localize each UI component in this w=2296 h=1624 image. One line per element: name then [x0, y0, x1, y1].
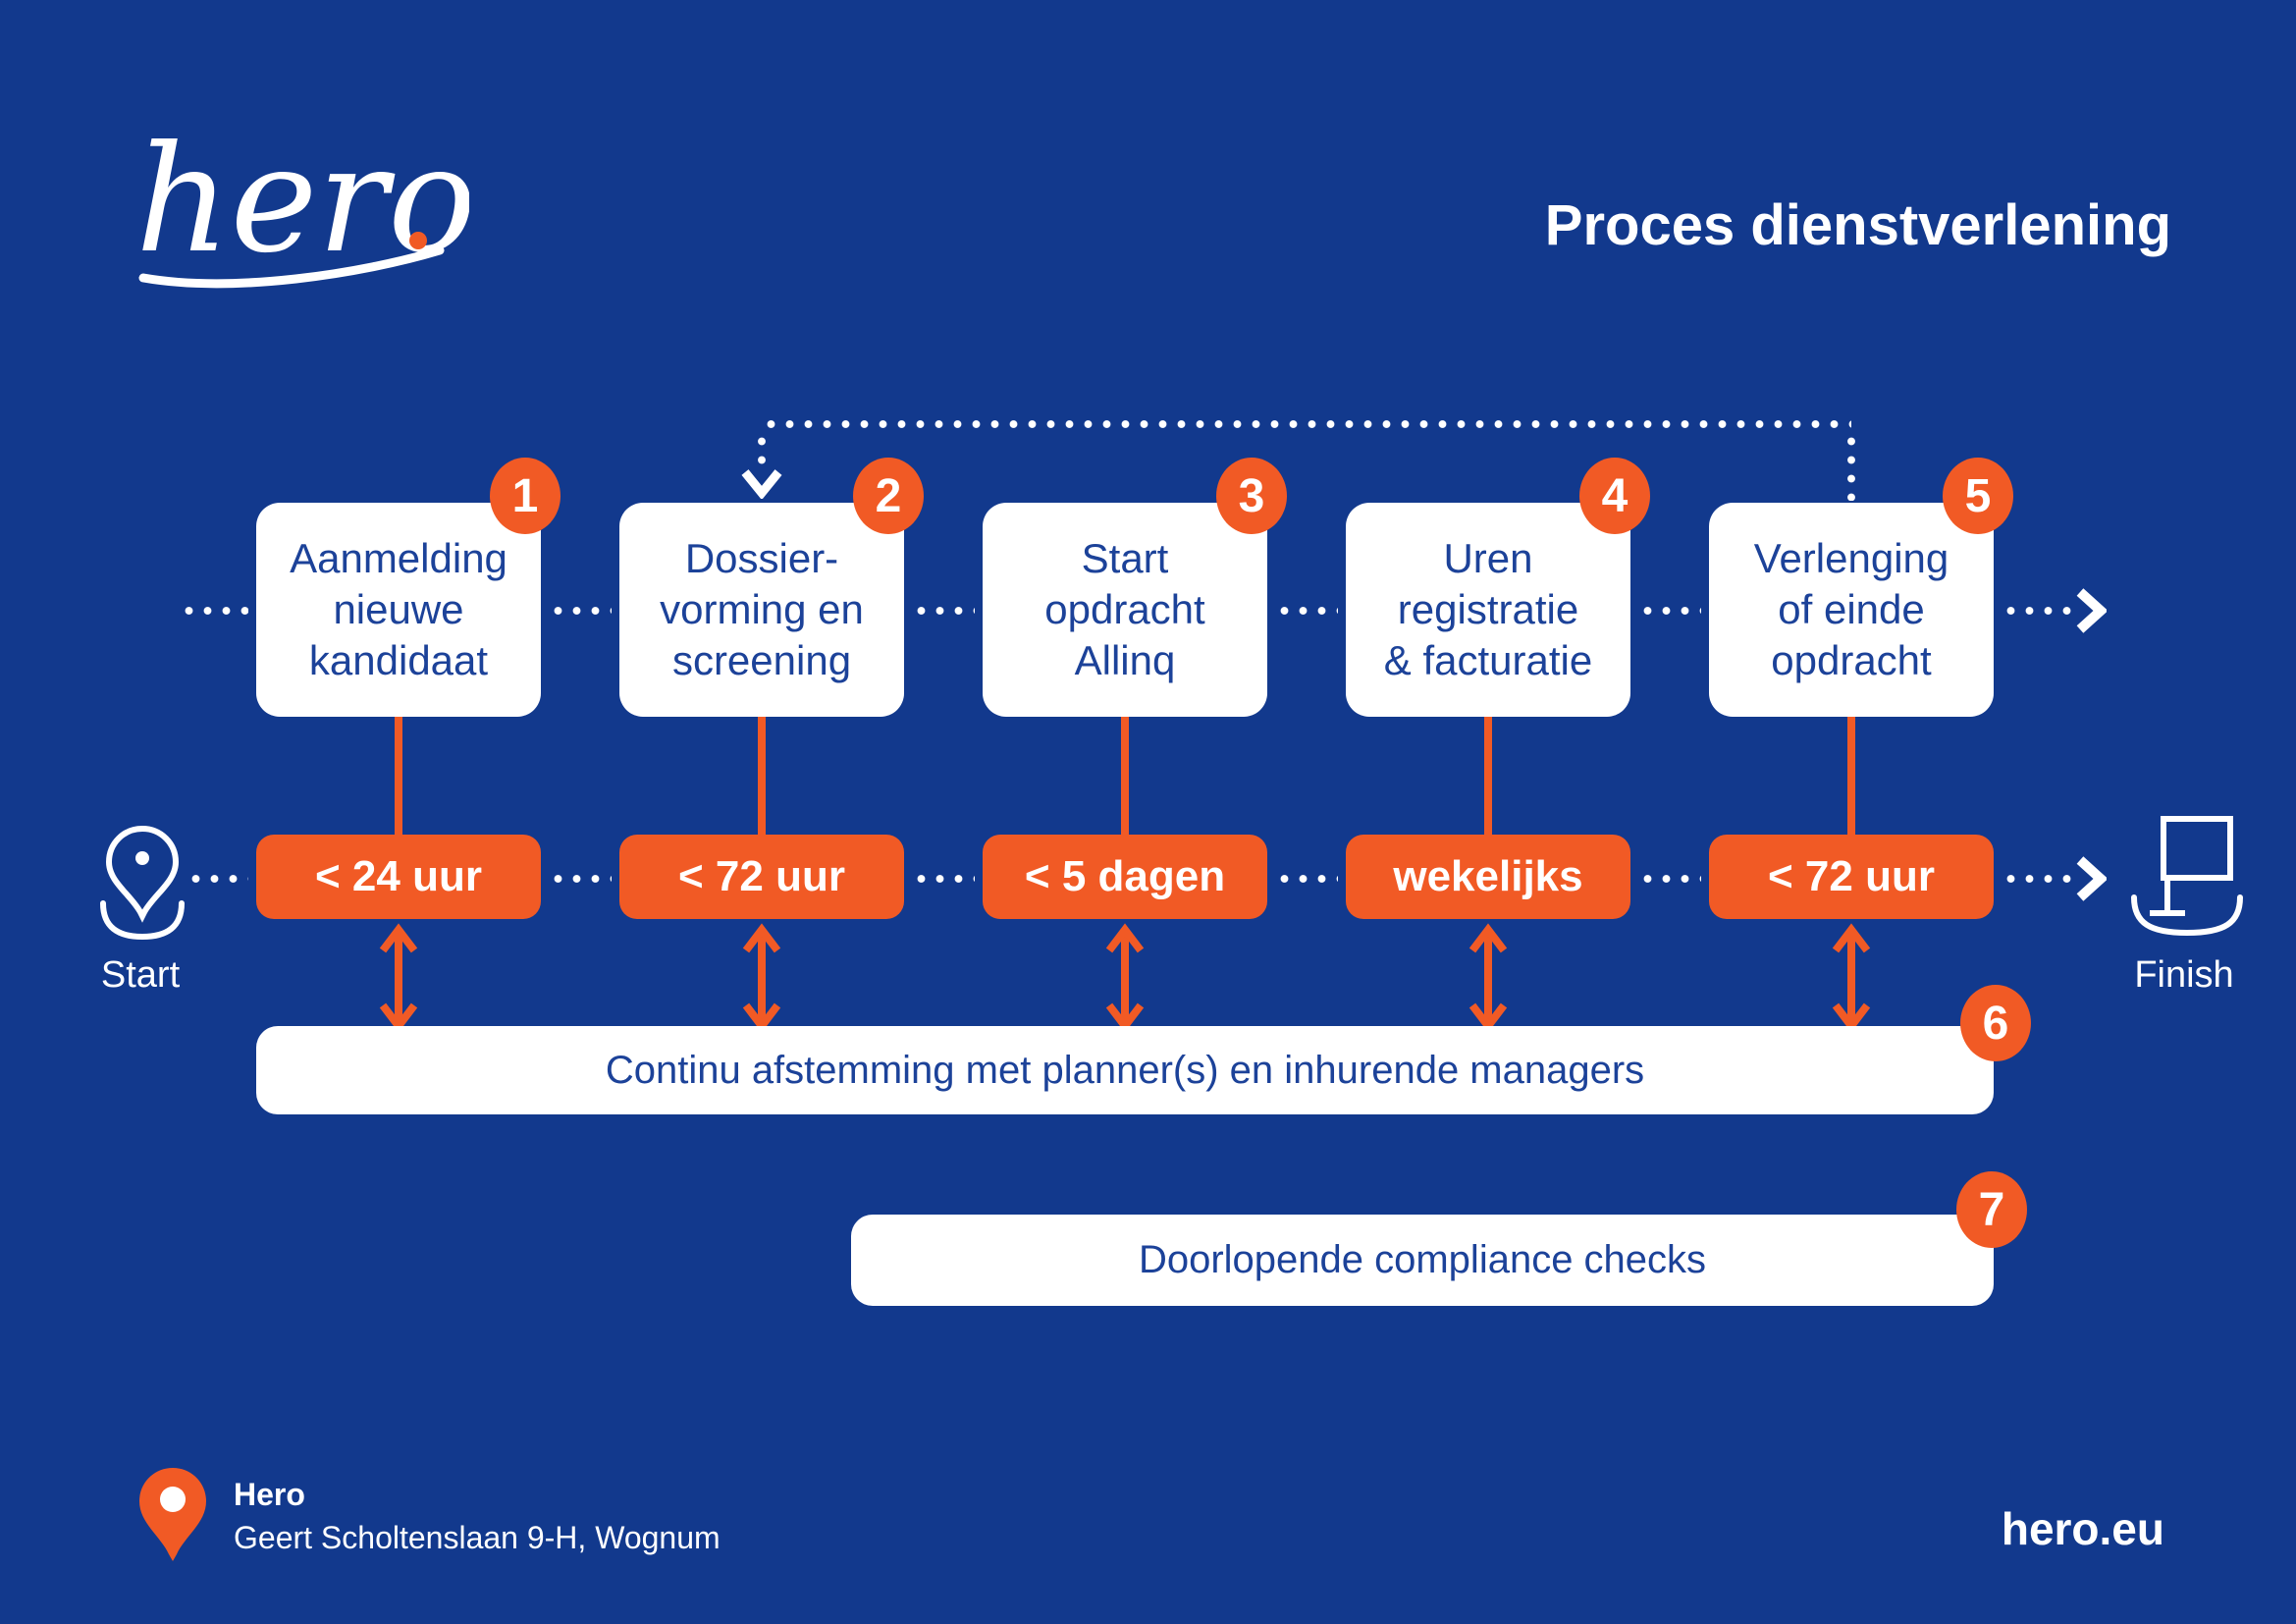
compliance-bar: Doorlopende compliance checks 7: [851, 1171, 2027, 1306]
feedback-loop-line-right: [1847, 432, 1855, 501]
duration-label: < 72 uur: [1768, 852, 1935, 900]
coordination-bar-label: Continu afstemming met planner(s) en inh…: [605, 1048, 1645, 1092]
badge-row-dots: [187, 875, 248, 883]
duration-badge: < 72 uur: [1709, 835, 1994, 919]
hero-logo: hero: [135, 115, 469, 289]
box-row-dots: [2002, 607, 2076, 615]
company-name: Hero: [234, 1477, 305, 1512]
feedback-loop-line-horizontal: [762, 420, 1851, 428]
coordination-bar: Continu afstemming met planner(s) en inh…: [256, 985, 2031, 1114]
step-box: Dossier- vorming en screening 2: [619, 458, 924, 717]
badge-row-dots: [549, 875, 612, 883]
footer-address-block: Hero Geert Scholtenslaan 9-H, Wognum: [234, 1473, 721, 1559]
connector-line: [1484, 717, 1492, 846]
page-title: Proces dienstverlening: [1544, 193, 2171, 257]
duration-label: wekelijks: [1393, 852, 1583, 900]
process-step-4: Uren registratie & facturatie 4 wekelijk…: [1346, 458, 1650, 1053]
feedback-loop-line-left: [758, 432, 766, 469]
step-label: Verlenging of einde opdracht: [1753, 535, 1949, 683]
duration-label: < 5 dagen: [1024, 852, 1226, 900]
step-number-badge: 1: [490, 458, 561, 534]
duration-badge: < 5 dagen: [983, 835, 1267, 919]
step-number-badge: 4: [1579, 458, 1650, 534]
compliance-bar-label: Doorlopende compliance checks: [1138, 1238, 1707, 1281]
step-box: Uren registratie & facturatie 4: [1346, 458, 1650, 717]
box-row-dots: [1275, 607, 1338, 615]
step-label: Aanmelding nieuwe kandidaat: [290, 535, 507, 683]
step-box: Start opdracht Allinq 3: [983, 458, 1287, 717]
double-arrow-icon: [1105, 923, 1145, 1033]
badge-row-arrow-icon: [2076, 856, 2107, 901]
step-label: Uren registratie & facturatie: [1383, 535, 1593, 683]
process-step-1: Aanmelding nieuwe kandidaat 1 < 24 uur: [256, 458, 561, 1053]
logo-dot-icon: [409, 232, 427, 249]
badge-row-dots: [1275, 875, 1338, 883]
process-step-3: Start opdracht Allinq 3 < 5 dagen: [983, 458, 1287, 1053]
connector-line: [395, 717, 402, 846]
finish-label: Finish: [2134, 954, 2234, 996]
step-number-badge: 2: [853, 458, 924, 534]
duration-badge: < 24 uur: [256, 835, 541, 919]
connector-line: [1121, 717, 1129, 846]
double-arrow-icon: [1832, 923, 1871, 1033]
box-row-dots: [912, 607, 975, 615]
step-number-badge: 5: [1943, 458, 2013, 534]
start-pin-icon: [100, 825, 185, 941]
step-number-badge: 7: [1956, 1171, 2027, 1248]
duration-badge: < 72 uur: [619, 835, 904, 919]
step-number-badge: 6: [1960, 985, 2031, 1061]
duration-label: < 24 uur: [315, 852, 482, 900]
step-number-badge: 3: [1216, 458, 1287, 534]
box-row-dots: [1638, 607, 1701, 615]
process-step-5: Verlenging of einde opdracht 5 < 72 uur: [1709, 458, 2013, 1053]
step-label: Dossier- vorming en screening: [660, 535, 864, 683]
duration-label: < 72 uur: [678, 852, 845, 900]
badge-row-dots: [912, 875, 975, 883]
connector-line: [1847, 717, 1855, 846]
badge-row-dots: [1638, 875, 1701, 883]
process-step-2: Dossier- vorming en screening 2 < 72 uur: [619, 458, 924, 1053]
box-row-dots: [180, 607, 248, 615]
connector-line: [758, 717, 766, 846]
double-arrow-icon: [742, 923, 781, 1033]
box-row-arrow-icon: [2076, 588, 2107, 633]
website-url: hero.eu: [2001, 1503, 2164, 1554]
duration-badge: wekelijks: [1346, 835, 1630, 919]
address-pin-icon: [139, 1468, 206, 1561]
logo-underline: [138, 245, 445, 289]
double-arrow-icon: [1468, 923, 1508, 1033]
start-label: Start: [100, 954, 181, 996]
box-row-dots: [549, 607, 612, 615]
feedback-arrow-down-icon: [741, 469, 782, 499]
company-address: Geert Scholtenslaan 9-H, Wognum: [234, 1520, 721, 1555]
step-box: Aanmelding nieuwe kandidaat 1: [256, 458, 561, 717]
step-box: Verlenging of einde opdracht 5: [1709, 458, 2013, 717]
badge-row-dots: [2002, 875, 2076, 883]
double-arrow-icon: [379, 923, 418, 1033]
finish-flag-icon: [2131, 816, 2243, 937]
step-label: Start opdracht Allinq: [1044, 535, 1205, 683]
